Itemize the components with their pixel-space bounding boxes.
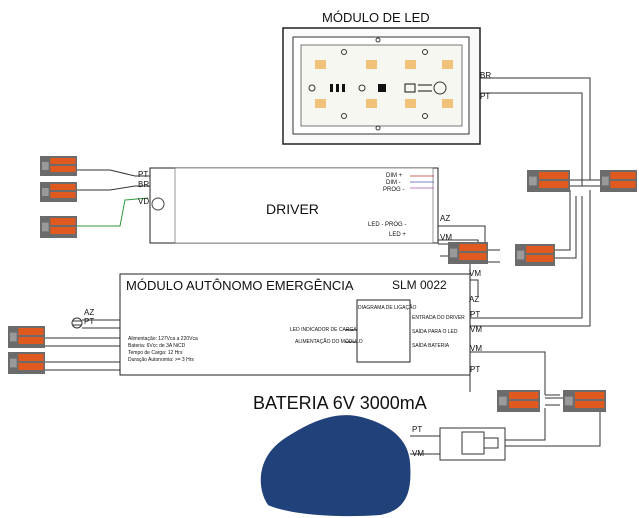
connector-emg-left-1: [8, 326, 45, 348]
wire-label-pt-driver: PT: [138, 170, 149, 179]
driver-pin-dim-plus: DIM +: [386, 173, 403, 179]
emergency-title: MÓDULO AUTÔNOMO EMERGÊNCIA: [126, 278, 354, 293]
wire-label-pt-emg-bottom: PT: [470, 365, 481, 374]
wire-label-vm-emg-bottom: VM: [470, 344, 482, 353]
emergency-right-label-3: SAÍDA BATERIA: [412, 343, 450, 349]
led-chips: [315, 60, 453, 108]
connector-battery-2: [563, 390, 606, 412]
driver-box: [149, 167, 439, 244]
emergency-spec-4: Duração Autonomia: >= 3 Hrs: [128, 357, 194, 363]
wire-label-br-driver: BR: [138, 180, 150, 189]
emergency-spec-3: Tempo de Carga: 12 Hrs: [128, 350, 183, 356]
wire-label-vm-mid: VM: [469, 269, 481, 278]
connector-right-upper-2: [600, 170, 637, 192]
connector-battery-1: [497, 390, 540, 412]
connector-driver-br: [40, 182, 77, 202]
driver-title: DRIVER: [266, 201, 319, 217]
plug-icon: [71, 317, 83, 329]
driver-pin-led-prog: LED - PROG -: [368, 222, 407, 228]
wire-label-az-mid: AZ: [469, 295, 480, 304]
emergency-right-label-2: SAÍDA PARA O LED: [412, 329, 458, 335]
wire-label-pt-emg: PT: [84, 317, 95, 326]
wire-label-vm-battery: VM: [412, 449, 424, 458]
connector-right-upper-1: [527, 170, 570, 192]
driver-pin-dim-minus: DIM -: [386, 180, 401, 186]
wire-label-pt-battery: PT: [412, 425, 423, 434]
connector-group: [8, 156, 637, 412]
wire-label-pt-led: PT: [480, 92, 491, 101]
battery-title: BATERIA 6V 3000mA: [253, 393, 427, 413]
emergency-left-label-1: LED INDICADOR DE CARGA: [290, 327, 357, 333]
led-module-title: MÓDULO DE LED: [322, 10, 430, 25]
wire-label-az-emg: AZ: [84, 308, 95, 317]
emergency-spec-2: Bateria: 6Vcc de 3A NiCD: [128, 343, 186, 349]
emergency-right-label-1: ENTRADA DO DRIVER: [412, 315, 465, 321]
wire-label-br-led: BR: [480, 71, 492, 80]
driver-pin-led-plus: LED +: [389, 232, 406, 238]
wire-label-vm-emg-right: VM: [470, 325, 482, 334]
connector-emg-left-2: [8, 352, 45, 374]
connector-driver-pt: [40, 156, 77, 176]
wire-label-pt-emg-right: PT: [470, 310, 481, 319]
battery-connector: [439, 427, 506, 461]
wires: [45, 77, 610, 455]
connector-driver-vd: [40, 216, 77, 238]
green-wire: [77, 197, 149, 227]
emergency-spec-1: Alimentação: 127Vca a 220Vca: [128, 336, 198, 342]
led-holes: [308, 37, 447, 131]
led-module: [282, 27, 481, 145]
wire-label-az-driver: AZ: [440, 214, 451, 223]
wire-label-vd: VD: [138, 197, 150, 206]
connector-mid-2: [515, 244, 555, 266]
emergency-model: SLM 0022: [392, 278, 447, 292]
led-components: [330, 83, 432, 93]
connector-mid-1: [448, 242, 488, 264]
driver-screw-icon: [151, 197, 165, 211]
wire-label-vm-driver: VM: [440, 233, 452, 242]
emergency-diagram-title: DIAGRAMA DE LIGAÇÃO: [358, 305, 417, 311]
battery-shape: [260, 415, 411, 517]
emergency-left-label-2: ALIMENTAÇÃO DO MÓDULO: [295, 339, 363, 345]
emergency-module-box: [119, 273, 471, 376]
driver-pin-prog: PROG -: [383, 187, 405, 193]
